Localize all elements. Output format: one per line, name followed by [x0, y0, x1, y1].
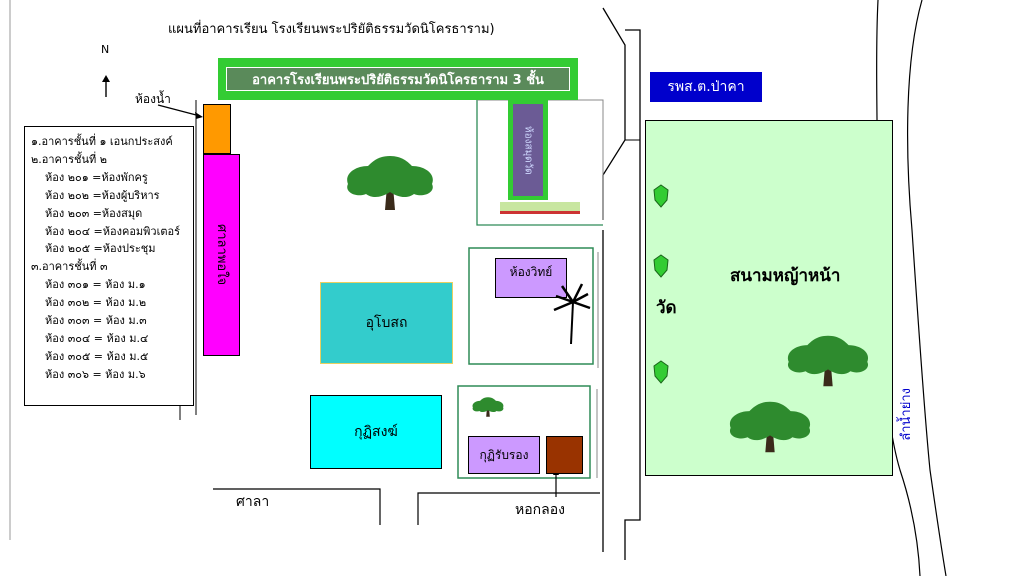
restroom-block — [203, 104, 231, 154]
kuti-song: กุฏิสงฆ์ — [310, 395, 442, 469]
legend-item: ห้อง ๓๐๕ = ห้อง ม.๕ — [45, 349, 149, 363]
legend-item: ห้อง ๓๐๑ = ห้อง ม.๑ — [45, 278, 146, 292]
tree-icon — [347, 156, 433, 210]
tree-icon — [787, 335, 869, 387]
legend-item: ๒.อาคารชั้นที่ ๒ — [31, 152, 107, 166]
hospital-label: รพส.ต.ป่าคา — [667, 79, 745, 95]
science-room: ห้องวิทย์ — [495, 258, 567, 298]
drum-tower-label: หอกลอง — [515, 502, 565, 518]
tree-icon — [729, 401, 811, 453]
bottom-road-left — [213, 488, 381, 525]
legend-item: ห้อง ๓๐๖ = ห้อง ม.๖ — [45, 367, 146, 381]
ubosot-label: อุโบสถ — [365, 315, 408, 331]
north-label: N — [101, 43, 110, 56]
legend-item: ห้อง ๒๐๒ =ห้องผู้บริหาร — [45, 188, 160, 202]
kuti-song-label: กุฏิสงฆ์ — [354, 424, 398, 440]
tree-icon — [472, 397, 504, 417]
science-room-label: ห้องวิทย์ — [509, 265, 553, 279]
palm-tree-icon — [553, 283, 591, 345]
legend-item: ๑.อาคารชั้นที่ ๑ เอนกประสงค์ — [31, 135, 173, 148]
legend-item: ห้อง ๓๐๔ = ห้อง ม.๔ — [45, 331, 149, 345]
main-building-label: อาคารโรงเรียนพระปริยัติธรรมวัดนิโครธาราม… — [252, 72, 544, 88]
drum-block — [546, 436, 583, 474]
main-building: อาคารโรงเรียนพระปริยัติธรรมวัดนิโครธาราม… — [218, 58, 578, 100]
library-label: ห้องสมุดวัด — [522, 125, 534, 175]
legend-item: ๓.อาคารชั้นที่ ๓ — [31, 260, 108, 274]
legend-item: ห้อง ๒๐๑ =ห้องพักครู — [45, 170, 148, 184]
sala-poajai: ศาลาพอใจ — [203, 154, 240, 356]
shrub-icon — [653, 184, 669, 208]
field-label: สนามหญ้าหน้า — [730, 266, 841, 286]
guest-enclosure — [457, 385, 591, 479]
restroom-label: ห้องน้ำ — [135, 92, 171, 106]
map-title: แผนที่อาคารเรียน โรงเรียนพระปริยัติธรรมว… — [168, 22, 495, 37]
shrub-icon — [653, 254, 669, 278]
library-block: ห้องสมุดวัด — [508, 100, 548, 200]
stream-label-wrap: ลำน้ำย่าง — [896, 388, 918, 468]
library-enclosure — [476, 100, 603, 226]
legend-item: ห้อง ๒๐๓ =ห้องสมุด — [45, 206, 143, 220]
stream-bank-right — [907, 0, 947, 576]
legend-item: ห้อง ๒๐๔ =ห้องคอมพิวเตอร์ — [45, 224, 181, 238]
flower-bed — [500, 202, 580, 214]
kuti-guest-label: กุฏิรับรอง — [479, 447, 529, 462]
sala-label: ศาลา — [236, 494, 270, 510]
kuti-guest: กุฏิรับรอง — [468, 436, 540, 474]
stream-label: ลำน้ำย่าง — [899, 388, 914, 441]
legend-item: ห้อง ๓๐๓ = ห้อง ม.๓ — [45, 314, 147, 328]
bottom-road-right — [417, 492, 600, 525]
science-enclosure — [468, 247, 594, 365]
legend-item: ห้อง ๓๐๒ = ห้อง ม.๒ — [45, 296, 147, 310]
ubosot: อุโบสถ — [320, 282, 453, 364]
road-edge-right — [624, 29, 641, 560]
road-edge-left — [602, 7, 626, 220]
legend-box: ๑.อาคารชั้นที่ ๑ เอนกประสงค์ ๒.อาคารชั้น… — [24, 126, 194, 406]
restroom-pointer — [157, 104, 201, 117]
wat-label: วัด — [656, 298, 677, 318]
shrub-icon — [653, 360, 669, 384]
legend-item: ห้อง ๒๐๕ =ห้องประชุม — [45, 242, 156, 256]
hospital: รพส.ต.ป่าคา — [650, 72, 762, 102]
sala-poajai-label: ศาลาพอใจ — [214, 224, 229, 286]
